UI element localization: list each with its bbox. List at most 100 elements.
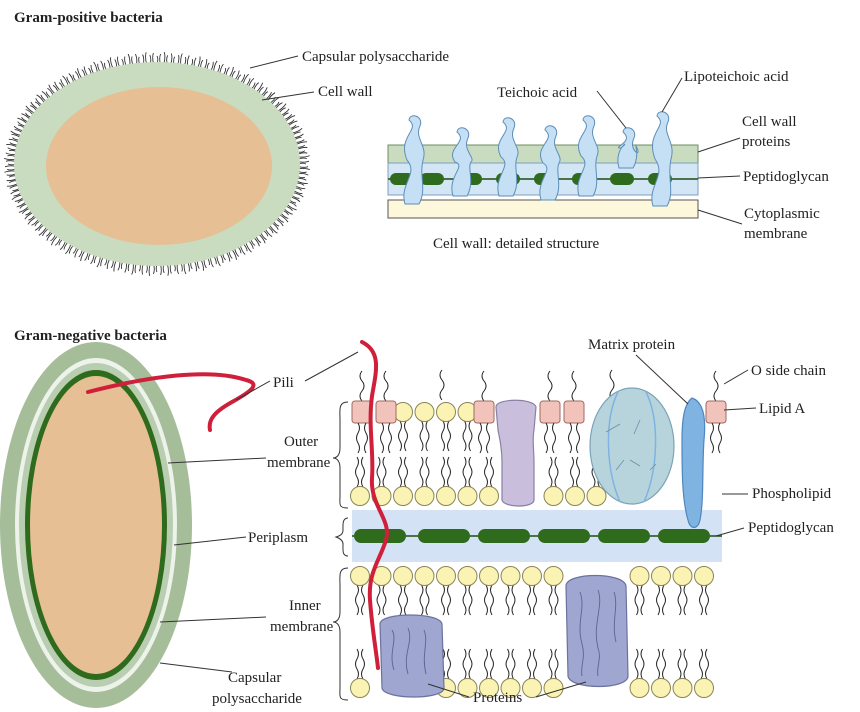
lipid-a-tail xyxy=(357,423,368,453)
lipid-tail xyxy=(506,649,509,679)
phospholipid-head xyxy=(673,567,692,586)
lipid-tail xyxy=(657,649,660,679)
lipid-tail xyxy=(469,649,472,679)
lipid-tail xyxy=(469,585,472,615)
lipid-tail xyxy=(555,457,558,487)
matrix-protein-porin xyxy=(590,388,674,504)
lipid-a-block xyxy=(706,401,726,423)
lipid-tail xyxy=(534,649,537,679)
gram-positive-title: Gram-positive bacteria xyxy=(14,10,163,26)
label-o-side-chain: O side chain xyxy=(751,363,826,379)
lipid-tail xyxy=(442,585,445,615)
phospholipid-head xyxy=(394,567,413,586)
leader-capsular xyxy=(250,56,298,68)
o-side-chain xyxy=(714,371,718,401)
lipid-tail xyxy=(362,649,365,679)
label-teichoic-acid: Teichoic acid xyxy=(497,85,578,101)
label-lipid-a: Lipid A xyxy=(759,401,805,417)
lipid-a-block xyxy=(540,401,560,423)
phospholipid-head xyxy=(630,567,649,586)
lipid-tail xyxy=(399,457,402,487)
lipid-tail xyxy=(571,457,574,487)
phospholipid-head xyxy=(458,567,477,586)
leader-teichoic-acid xyxy=(597,91,626,128)
cytoplasm xyxy=(46,87,272,245)
lipid-a-tail xyxy=(711,423,722,453)
gram-negative-envelope-detail xyxy=(351,342,727,698)
peptidoglycan-segment xyxy=(418,529,470,543)
lipid-a-tail xyxy=(479,423,490,453)
o-side-chain xyxy=(572,371,576,401)
lipid-tail xyxy=(549,649,552,679)
phospholipid-head xyxy=(458,487,477,506)
lipid-tail xyxy=(442,457,445,487)
lipid-tail xyxy=(405,457,408,487)
leader-cytoplasmic-membrane xyxy=(698,210,742,224)
peptidoglycan-segment xyxy=(610,173,634,185)
peptidoglycan-segment xyxy=(478,529,530,543)
phospholipid-head xyxy=(415,487,434,506)
gram-positive-wall-detail xyxy=(388,112,698,218)
lipid-tail xyxy=(485,649,488,679)
phospholipid-head xyxy=(544,679,563,698)
lipid-tail xyxy=(528,585,531,615)
lipid-tail xyxy=(426,421,429,451)
lipid-tail xyxy=(420,457,423,487)
lipid-tail xyxy=(469,457,472,487)
lipid-tail xyxy=(549,457,552,487)
phospholipid-head xyxy=(351,679,370,698)
gram-negative-cell xyxy=(0,342,253,708)
phospholipid-head xyxy=(544,567,563,586)
phospholipid-head xyxy=(437,403,456,422)
lipid-tail xyxy=(635,585,638,615)
phospholipid-head xyxy=(523,679,542,698)
leader-peptidoglycan xyxy=(698,176,740,178)
phospholipid-head xyxy=(351,487,370,506)
lipid-tail xyxy=(506,585,509,615)
lipid-tail xyxy=(362,585,365,615)
brace-inner-membrane xyxy=(333,568,348,700)
label-lipoteichoic-acid: Lipoteichoic acid xyxy=(684,69,789,85)
o-side-chain xyxy=(440,370,444,400)
gram-positive-cell xyxy=(4,52,310,276)
leader-pili-right xyxy=(305,352,358,381)
lipid-tail xyxy=(512,585,515,615)
lipid-a-tail xyxy=(545,423,556,453)
phospholipid-head xyxy=(652,679,671,698)
outer-membrane-protein xyxy=(496,400,536,506)
phospholipid-head xyxy=(437,567,456,586)
lipid-tail xyxy=(463,585,466,615)
lipid-tail xyxy=(405,585,408,615)
lipid-tail xyxy=(635,649,638,679)
label-cytoplasmic-membrane-1: Cytoplasmic xyxy=(744,206,820,222)
lipid-tail xyxy=(555,649,558,679)
o-side-chain xyxy=(360,371,364,401)
lipid-tail xyxy=(678,585,681,615)
lipid-a-tail xyxy=(569,423,580,453)
peptidoglycan-segment xyxy=(658,529,710,543)
cytoplasm xyxy=(30,376,162,674)
phospholipid-head xyxy=(695,679,714,698)
lipid-tail xyxy=(700,649,703,679)
leader-cell-wall-proteins xyxy=(698,138,740,152)
lipid-tail xyxy=(512,649,515,679)
lipid-tail xyxy=(442,421,445,451)
lipid-tail xyxy=(678,649,681,679)
lipid-tail xyxy=(356,585,359,615)
lipid-tail xyxy=(549,585,552,615)
caption-detailed-structure: Cell wall: detailed structure xyxy=(433,236,600,252)
phospholipid-head xyxy=(695,567,714,586)
brace-outer-membrane xyxy=(333,402,348,508)
lipid-tail xyxy=(448,585,451,615)
lipid-tail xyxy=(377,585,380,615)
phospholipid-head xyxy=(523,567,542,586)
peptidoglycan-segment xyxy=(420,173,444,185)
lipid-tail xyxy=(706,649,709,679)
label-capsular-polysaccharide: Capsular polysaccharide xyxy=(302,49,449,65)
phospholipid-head xyxy=(394,487,413,506)
label-matrix-protein: Matrix protein xyxy=(588,337,676,353)
lipid-tail xyxy=(426,457,429,487)
teichoic-acid-molecule xyxy=(498,118,518,196)
lipid-tail xyxy=(469,421,472,451)
